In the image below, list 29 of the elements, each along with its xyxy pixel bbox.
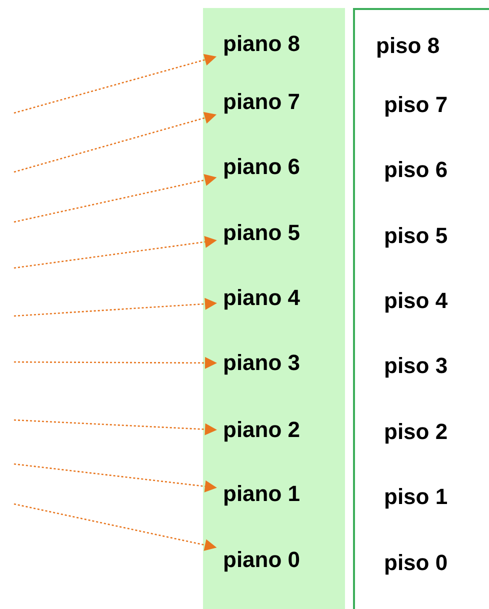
arrow — [14, 236, 217, 269]
arrow — [14, 298, 217, 317]
floor-panel — [353, 8, 489, 609]
arrow — [14, 174, 217, 223]
floor-column — [203, 8, 345, 609]
arrow — [14, 356, 217, 369]
arrow — [14, 54, 217, 114]
floor-label: piano 4 — [223, 285, 300, 311]
floor-label: piso 0 — [384, 550, 448, 576]
floor-label: piano 8 — [223, 31, 300, 57]
floor-label: piano 6 — [223, 154, 300, 180]
arrow — [14, 112, 217, 173]
floor-label: piano 1 — [223, 481, 300, 507]
floor-label: piso 6 — [384, 157, 448, 183]
floor-label: piso 2 — [384, 419, 448, 445]
arrow — [14, 463, 217, 492]
arrow — [14, 419, 217, 436]
floor-label: piano 0 — [223, 547, 300, 573]
floor-label: piano 5 — [223, 220, 300, 246]
floor-label: piso 5 — [384, 223, 448, 249]
floor-label: piso 3 — [384, 353, 448, 379]
floor-label: piso 8 — [376, 33, 440, 59]
floor-label: piso 1 — [384, 484, 448, 510]
floor-label: piano 2 — [223, 417, 300, 443]
floor-label: piano 3 — [223, 350, 300, 376]
arrow — [14, 503, 217, 551]
floor-label: piso 7 — [384, 92, 448, 118]
floor-label: piso 4 — [384, 288, 448, 314]
floor-label: piano 7 — [223, 89, 300, 115]
